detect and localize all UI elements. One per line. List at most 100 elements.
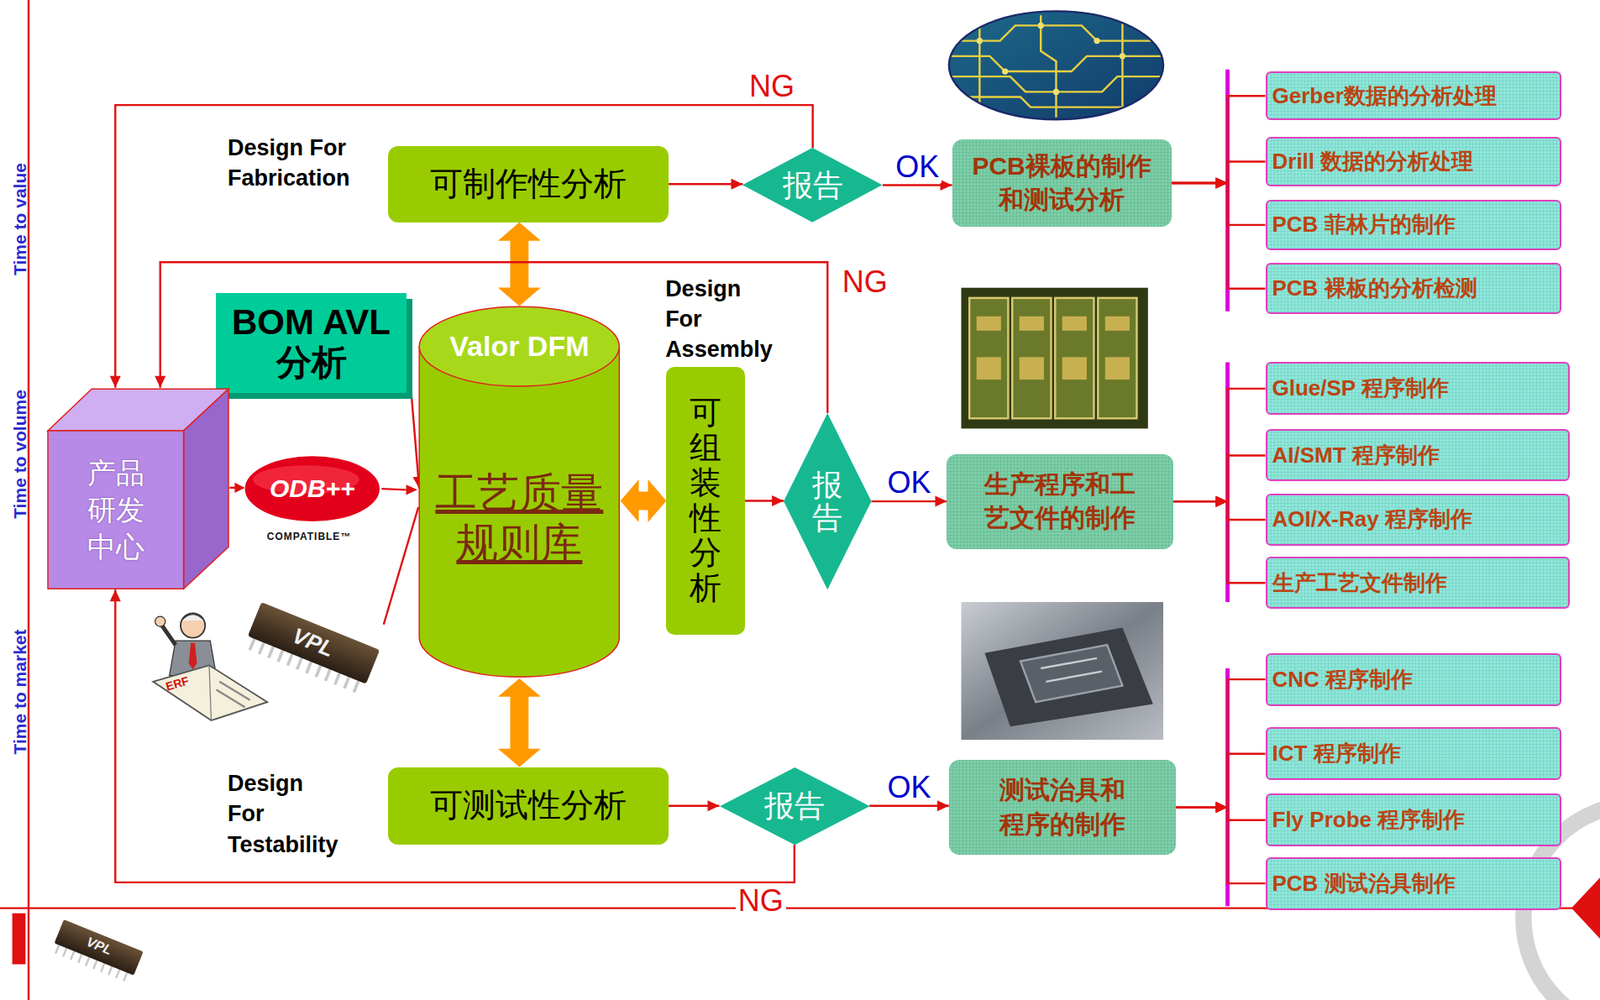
- vpl-chip-part-part-part: [335, 671, 341, 686]
- pcb-board-photo-part-part: [1019, 356, 1044, 380]
- pcb-board-photo: [960, 288, 1148, 430]
- connector-line: [1173, 501, 1265, 583]
- connector-line: [1173, 388, 1265, 502]
- task-box: AOI/X-Ray 程序制作: [1265, 493, 1570, 546]
- test-fixture-photo-part: [1020, 645, 1123, 703]
- engineer-clipart-part: [181, 614, 205, 621]
- process-box: 可测试性分析: [388, 767, 669, 845]
- task-box: ICT 程序制作: [1265, 727, 1562, 781]
- engineer-clipart-part: [209, 665, 211, 721]
- pcb-picture-part-part: [1121, 15, 1123, 112]
- node-text: 可测试性分析: [430, 786, 627, 826]
- pcb-board-photo-part: [1012, 298, 1051, 419]
- engineer-clipart-part: [188, 643, 198, 671]
- vpl-chip-small-part-part-part: [115, 969, 121, 979]
- arrow-head: [1216, 802, 1228, 814]
- arrow-head: [110, 376, 121, 389]
- pcb-picture-part-part: [976, 37, 983, 44]
- arrow-head: [1216, 178, 1228, 189]
- engineer-clipart: [152, 613, 268, 721]
- diamond-outline: [783, 413, 871, 590]
- rnd-center-cube: 产品研发中心: [47, 388, 230, 591]
- pcb-picture-part-part: [1053, 89, 1060, 95]
- connector: [1173, 496, 1265, 584]
- vpl-chip-small-part-part-part: [108, 965, 113, 976]
- task-box: Gerber数据的分析处理: [1265, 71, 1562, 121]
- node-text: AI/SMT 程序制作: [1272, 442, 1440, 469]
- pcb-picture: [949, 10, 1164, 120]
- engineer-clipart-part: [216, 690, 246, 709]
- vpl-chip-small-part-part-part: [62, 947, 68, 957]
- node-text: 测试治具和程序的制作: [998, 773, 1127, 842]
- connector: [1175, 679, 1266, 814]
- pcb-board-photo-part-part: [1105, 316, 1130, 331]
- pcb-picture-part: [949, 15, 1164, 118]
- vpl-chip: [242, 507, 419, 696]
- node-text: Drill 数据的分析处理: [1272, 148, 1475, 175]
- vpl-chip-small-part-part-part: [123, 971, 128, 981]
- task-box: PCB 测试治具制作: [1265, 857, 1562, 911]
- arrow-head: [154, 376, 166, 389]
- odb-logo-part: [406, 484, 418, 495]
- node-text: PCB 裸板的分析检测: [1272, 275, 1478, 302]
- edge-label: NG: [735, 885, 787, 918]
- node-text: BOM AVL分析: [215, 302, 406, 384]
- rule-database: Valor DFM工艺质量规则库: [418, 305, 621, 678]
- node-text: 工艺质量规则库: [434, 467, 605, 569]
- pcb-board-photo-part-part: [1105, 356, 1130, 380]
- node-text: ICT 程序制作: [1272, 740, 1401, 767]
- output-box: 测试治具和程序的制作: [949, 760, 1176, 856]
- arrow-head: [771, 495, 784, 507]
- pcb-picture-part-part: [1119, 52, 1126, 59]
- engineer-clipart-part: [152, 665, 268, 721]
- vpl-chip-part-part: [247, 602, 380, 684]
- edge-label: OK: [884, 771, 934, 804]
- pcb-board-photo-part-part: [1062, 356, 1087, 380]
- connector: [744, 495, 784, 507]
- pcb-board-photo-part-part: [976, 356, 1002, 380]
- connector: [1173, 388, 1265, 508]
- node-text: AOI/X-Ray 程序制作: [1272, 506, 1473, 533]
- arrow-head: [940, 179, 953, 191]
- connector: [1175, 754, 1266, 814]
- input-banner: BOM AVL分析: [215, 293, 406, 394]
- edge-label: NG: [839, 266, 891, 299]
- connector: [668, 800, 720, 812]
- double-arrow: [498, 678, 541, 768]
- test-fixture-photo-part: [960, 602, 1164, 740]
- connector: [1171, 162, 1266, 189]
- arrow-head: [1216, 496, 1228, 508]
- arrow-head: [1216, 496, 1228, 508]
- pcb-board-photo-part: [976, 316, 1130, 380]
- node-text: PCB 菲林片的制作: [1272, 211, 1456, 238]
- vpl-chip-part-part-part: [287, 652, 293, 667]
- node-text: 可制作性分析: [430, 164, 627, 205]
- pcb-board-photo-part-part: [1062, 316, 1087, 331]
- axis-label: Time to volume: [10, 389, 29, 520]
- vpl-chip-part-part-part: [297, 655, 303, 670]
- arrow-head: [1216, 802, 1228, 814]
- vpl-chip-small-part-part-part: [78, 953, 83, 963]
- task-box: Glue/SP 程序制作: [1265, 361, 1570, 415]
- axis-label: Time to value: [10, 162, 29, 276]
- arrow-head: [1216, 496, 1228, 508]
- task-box: PCB 菲林片的制作: [1265, 199, 1562, 251]
- vpl-chip-small-part-part: [54, 919, 144, 976]
- connector: [1173, 496, 1265, 520]
- pcb-board-photo-part: [1054, 298, 1094, 419]
- vpl-chip-small-part-part-part: [55, 944, 60, 954]
- phase-heading: Design For Fabrication: [227, 132, 351, 195]
- node-text: 报告: [812, 468, 843, 536]
- connector: [1173, 455, 1265, 507]
- node-text: PCB裸板的制作和测试分析: [970, 149, 1155, 218]
- axis-label: Time to market: [10, 629, 29, 755]
- vpl-chip-part: [383, 507, 419, 625]
- connector: [1175, 802, 1266, 884]
- arrow-head: [1216, 178, 1228, 189]
- odb-logo: [229, 456, 418, 522]
- connector: [1171, 178, 1266, 226]
- connector: [1175, 802, 1266, 821]
- chip-label: VPL: [83, 935, 114, 958]
- vpl-chip-part-part-part: [306, 660, 312, 674]
